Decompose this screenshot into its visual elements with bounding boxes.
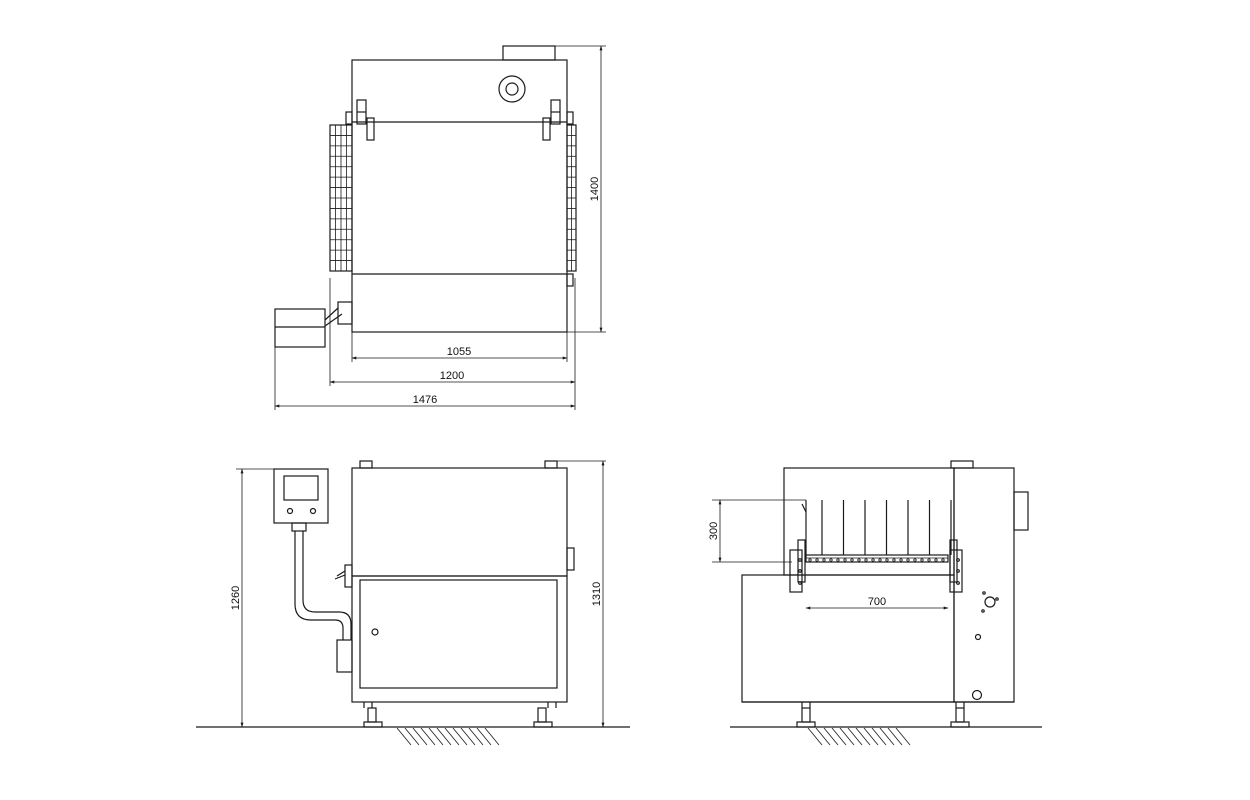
hatch-line	[831, 727, 847, 746]
hatch-line	[412, 727, 428, 746]
hatch-line	[863, 727, 879, 746]
ground-hatch	[396, 727, 500, 746]
round-port-inner	[505, 82, 519, 96]
control-panel	[273, 468, 329, 524]
side-valve	[984, 596, 996, 608]
dim-300: 300	[708, 522, 720, 540]
rack-hole	[920, 558, 924, 562]
hinge-right	[542, 99, 574, 141]
hatch-line	[879, 727, 895, 746]
hatch-line	[807, 727, 823, 746]
rack-hole	[906, 558, 910, 562]
front-foot-right	[533, 702, 557, 728]
dim-1400: 1400	[589, 177, 601, 201]
pipe-bracket	[337, 301, 353, 325]
door-handle	[371, 628, 379, 636]
hatch-line	[815, 727, 831, 746]
control-knob-left	[286, 507, 294, 515]
pipe-outer	[294, 531, 344, 640]
pipe-inner	[302, 531, 352, 640]
rack-hole	[864, 558, 868, 562]
side-foot-left	[796, 702, 816, 728]
side-port	[1013, 491, 1029, 531]
rack-hole	[829, 558, 833, 562]
hatch-line	[468, 727, 484, 746]
rack-hole	[913, 558, 917, 562]
front-door	[359, 579, 558, 689]
rack-fins	[805, 500, 952, 555]
front-view: 1260 1310	[196, 460, 630, 746]
side-foot-right	[950, 702, 970, 728]
hatch-line	[452, 727, 468, 746]
hatch-line	[823, 727, 839, 746]
rack-hole	[885, 558, 889, 562]
hatch-line	[420, 727, 436, 746]
hatch-line	[847, 727, 863, 746]
hatch-line	[887, 727, 903, 746]
rack-hole	[878, 558, 882, 562]
dim-1260: 1260	[230, 586, 242, 610]
rack-hole	[892, 558, 896, 562]
side-drain	[971, 689, 983, 701]
rack-hole	[815, 558, 819, 562]
dim-1476: 1476	[413, 394, 437, 406]
side-lower-body	[741, 574, 955, 703]
hatch-line	[436, 727, 452, 746]
ground-hatch-side	[807, 727, 911, 746]
top-view-body	[351, 59, 568, 333]
control-knob-right	[309, 507, 317, 515]
bracket-left	[789, 549, 803, 593]
hatch-line	[404, 727, 420, 746]
dim-700: 700	[868, 596, 886, 608]
rack-tray	[805, 554, 949, 563]
rack-hole	[941, 558, 945, 562]
rack-hole	[871, 558, 875, 562]
hatch-line	[484, 727, 500, 746]
hinge-left	[345, 99, 375, 141]
hatch-line	[839, 727, 855, 746]
hatch-line	[871, 727, 887, 746]
rack-hole	[934, 558, 938, 562]
hatch-line	[460, 727, 476, 746]
top-control-box	[274, 308, 326, 348]
top-view: 1055 1200 1476 1400	[274, 45, 606, 410]
hatch-line	[444, 727, 460, 746]
side-right-column	[953, 467, 1015, 703]
rack-hole	[836, 558, 840, 562]
side-view: 300 700	[708, 460, 1042, 746]
hatch-line	[476, 727, 492, 746]
control-screen	[283, 475, 319, 501]
rack-hole	[857, 558, 861, 562]
rack-hole	[808, 558, 812, 562]
rack-hole	[843, 558, 847, 562]
hatch-line	[855, 727, 871, 746]
front-upper-body	[351, 467, 568, 577]
bracket-right	[949, 549, 963, 593]
side-indicator	[974, 633, 982, 641]
rack-hole	[822, 558, 826, 562]
rack-hole	[927, 558, 931, 562]
front-foot-left	[363, 702, 383, 728]
rack-hole	[850, 558, 854, 562]
hatch-line	[396, 727, 412, 746]
exhaust-stub	[502, 45, 556, 61]
dim-1055: 1055	[447, 346, 471, 358]
front-lower-cabinet	[351, 575, 568, 703]
round-port-outer	[498, 75, 526, 103]
hatch-line	[428, 727, 444, 746]
dim-1200: 1200	[440, 370, 464, 382]
rack-hole	[899, 558, 903, 562]
dim-1310: 1310	[591, 582, 603, 606]
hatch-line	[895, 727, 911, 746]
pipe-junction-box	[336, 639, 353, 673]
